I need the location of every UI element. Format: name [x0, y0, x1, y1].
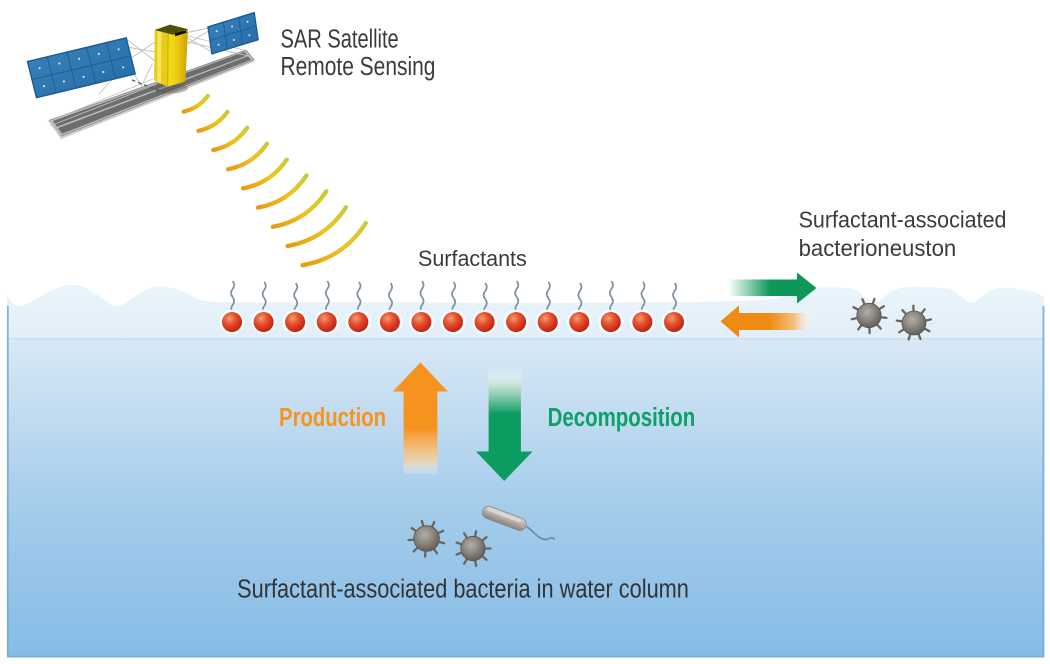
svg-text:SAR Satellite: SAR Satellite: [281, 24, 399, 53]
svg-text:bacterioneuston: bacterioneuston: [799, 235, 957, 262]
svg-text:Surfactant-associated bacteria: Surfactant-associated bacteria in water …: [237, 575, 689, 604]
svg-text:Remote Sensing: Remote Sensing: [281, 53, 436, 82]
svg-text:Surfactant-associated: Surfactant-associated: [799, 207, 1007, 233]
svg-text:Surfactants: Surfactants: [418, 246, 527, 271]
svg-text:Decomposition: Decomposition: [548, 403, 696, 432]
svg-text:Production: Production: [279, 403, 386, 432]
